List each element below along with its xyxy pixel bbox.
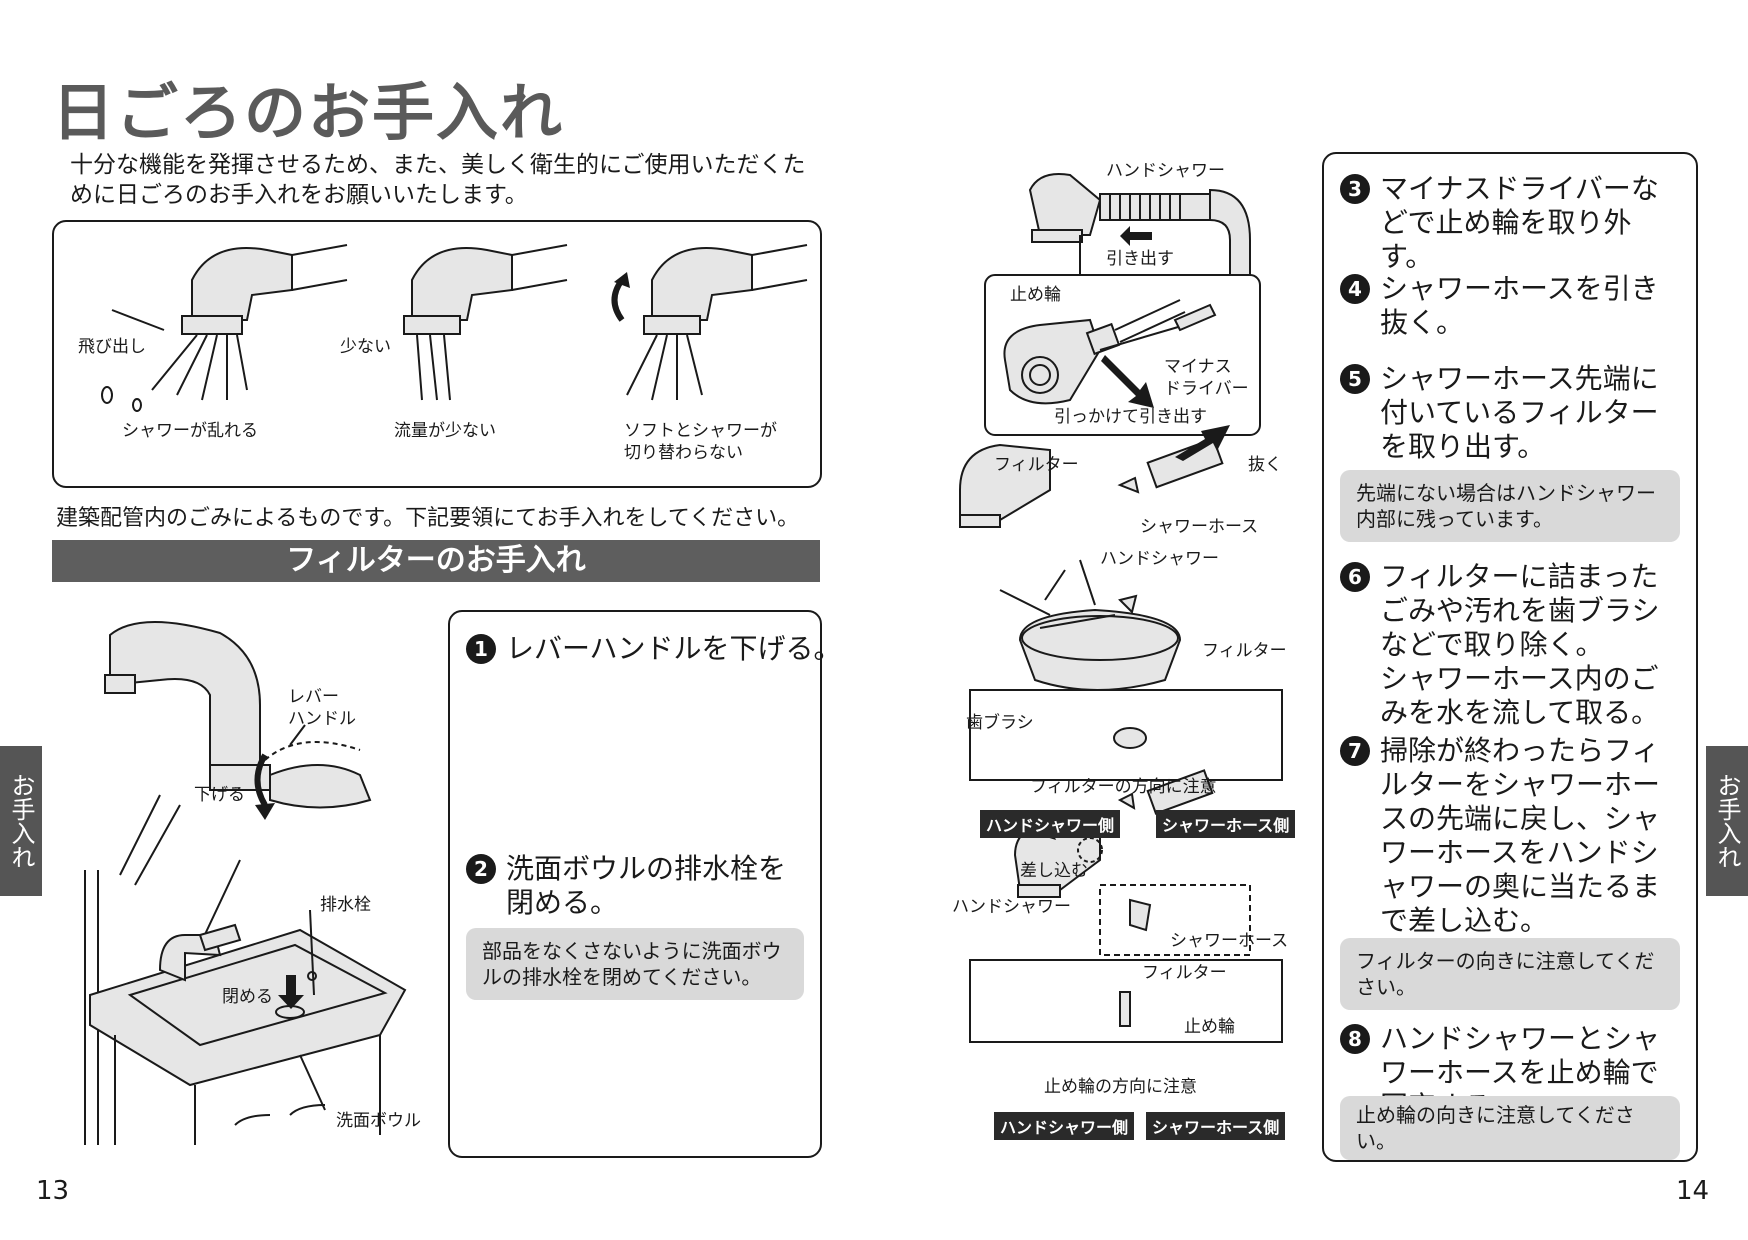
step-8-text: ハンドシャワーとシャワーホースを止め輪で固定する。 bbox=[1380, 1022, 1661, 1123]
ring-dir-shower-hose-side: シャワーホース側 bbox=[1146, 1112, 1286, 1140]
step-4-text: シャワーホースを引き抜く。 bbox=[1380, 272, 1659, 339]
filter-cleaning-illustration bbox=[959, 173, 1283, 1043]
filter-dir-shower-hose-side: シャワーホース側 bbox=[1156, 810, 1296, 838]
symptom-label-few: 少ない bbox=[340, 337, 391, 357]
page-title: 日ごろのお手入れ bbox=[52, 76, 565, 149]
section-banner: フィルターのお手入れ bbox=[52, 540, 820, 582]
step-2-text: 洗面ボウルの排水栓を閉める。 bbox=[506, 852, 787, 919]
label-lower: 下げる bbox=[194, 785, 245, 805]
page-number-left: 13 bbox=[36, 1176, 70, 1206]
step-7-text: 掃除が終わったらフィルターをシャワーホースの先端に戻し、シャワーホースをハンドシ… bbox=[1380, 734, 1661, 937]
step-number-6: 6 bbox=[1340, 562, 1370, 592]
label-pull-out: 引き出す bbox=[1106, 249, 1174, 269]
step-number-8: 8 bbox=[1340, 1024, 1370, 1054]
label-close: 閉める bbox=[222, 987, 273, 1007]
faucet-lever-sink-illustration bbox=[84, 621, 407, 1145]
step-3-text: マイナスドライバーなどで止め輪を取り外す。 bbox=[1380, 172, 1659, 273]
step-5-note: 先端にない場合はハンドシャワー内部に残っています。 bbox=[1340, 470, 1680, 542]
label-toothbrush: 歯ブラシ bbox=[966, 713, 1034, 733]
step-number-3: 3 bbox=[1340, 174, 1370, 204]
ring-direction-title: 止め輪の方向に注意 bbox=[1044, 1077, 1197, 1097]
step-5: 5 シャワーホース先端に付いているフィルターを取り出す。 bbox=[1340, 362, 1684, 466]
step-8-note: 止め輪の向きに注意してください。 bbox=[1340, 1096, 1680, 1160]
page-number-right: 14 bbox=[1676, 1176, 1710, 1206]
step-4: 4 シャワーホースを引き抜く。 bbox=[1340, 272, 1684, 342]
ring-dir-hand-shower-side: ハンドシャワー側 bbox=[994, 1112, 1135, 1140]
symptom-label-shower-disturbed: シャワーが乱れる bbox=[122, 421, 258, 441]
label-filter-2: フィルター bbox=[1202, 641, 1287, 661]
symptom-label-low-flow: 流量が少ない bbox=[394, 421, 496, 441]
label-pull: 抜く bbox=[1248, 455, 1282, 475]
step-7: 7 掃除が終わったらフィルターをシャワーホースの先端に戻し、シャワーホースをハン… bbox=[1340, 734, 1684, 938]
label-stop-ring: 止め輪 bbox=[1010, 285, 1061, 305]
side-tab-right: お手入れ bbox=[1706, 746, 1748, 896]
step-1-text: レバーハンドルを下げる。 bbox=[506, 632, 842, 665]
label-drain-plug: 排水栓 bbox=[320, 895, 371, 915]
symptom-label-no-switch: ソフトとシャワーが 切り替わらない bbox=[624, 421, 777, 463]
step-number-5: 5 bbox=[1340, 364, 1370, 394]
label-minus-driver: マイナス ドライバー bbox=[1164, 357, 1249, 399]
label-shower-hose-1: シャワーホース bbox=[1140, 517, 1259, 537]
label-hand-shower-3: ハンドシャワー bbox=[952, 897, 1071, 917]
step-1: 1 レバーハンドルを下げる。 bbox=[466, 632, 842, 672]
step-6: 6 フィルターに詰まったごみや汚れを歯ブラシなどで取り除く。 シャワーホース内の… bbox=[1340, 560, 1684, 732]
label-insert: 差し込む bbox=[1020, 861, 1088, 881]
step-number-4: 4 bbox=[1340, 274, 1370, 304]
label-lever-handle: レバー ハンドル bbox=[288, 687, 356, 729]
label-hook-pull: 引っかけて引き出す bbox=[1054, 407, 1207, 427]
step-number-2: 2 bbox=[466, 854, 496, 884]
step-number-1: 1 bbox=[466, 634, 496, 664]
step-number-7: 7 bbox=[1340, 736, 1370, 766]
steps-3-8-box: 3 マイナスドライバーなどで止め輪を取り外す。 4 シャワーホースを引き抜く。 … bbox=[1322, 152, 1698, 1162]
step-6-text: フィルターに詰まったごみや汚れを歯ブラシなどで取り除く。 シャワーホース内のごみ… bbox=[1380, 560, 1660, 729]
label-bowl: 洗面ボウル bbox=[336, 1111, 421, 1131]
symptom-label-burst: 飛び出し bbox=[78, 337, 146, 357]
step-2: 2 洗面ボウルの排水栓を閉める。 bbox=[466, 852, 810, 922]
cause-text: 建築配管内のごみによるものです。下記要領にてお手入れをしてください。 bbox=[56, 506, 800, 531]
intro-text: 十分な機能を発揮させるため、また、美しく衛生的にご使用いただくために日ごろのお手… bbox=[70, 152, 806, 208]
step-5-text: シャワーホース先端に付いているフィルターを取り出す。 bbox=[1380, 362, 1659, 463]
filter-direction-title: フィルターの方向に注意 bbox=[1030, 777, 1217, 797]
faucet-spray-illustration bbox=[101, 244, 808, 412]
label-hand-shower-2: ハンドシャワー bbox=[1100, 549, 1219, 569]
label-hand-shower-top: ハンドシャワー bbox=[1106, 161, 1225, 181]
label-filter-3: フィルター bbox=[1142, 963, 1227, 983]
steps-1-2-box: 1 レバーハンドルを下げる。 2 洗面ボウルの排水栓を閉める。 部品をなくさない… bbox=[448, 610, 842, 1158]
label-shower-hose-2: シャワーホース bbox=[1170, 931, 1289, 951]
side-tab-left: お手入れ bbox=[0, 746, 42, 896]
step-2-note: 部品をなくさないように洗面ボウルの排水栓を閉めてください。 bbox=[466, 928, 804, 1000]
step-8: 8 ハンドシャワーとシャワーホースを止め輪で固定する。 bbox=[1340, 1022, 1684, 1123]
filter-dir-hand-shower-side: ハンドシャワー側 bbox=[980, 810, 1121, 838]
step-7-note: フィルターの向きに注意してください。 bbox=[1340, 938, 1680, 1010]
label-filter-1: フィルター bbox=[994, 455, 1079, 475]
label-stop-ring-2: 止め輪 bbox=[1184, 1017, 1235, 1037]
step-3: 3 マイナスドライバーなどで止め輪を取り外す。 bbox=[1340, 172, 1684, 273]
